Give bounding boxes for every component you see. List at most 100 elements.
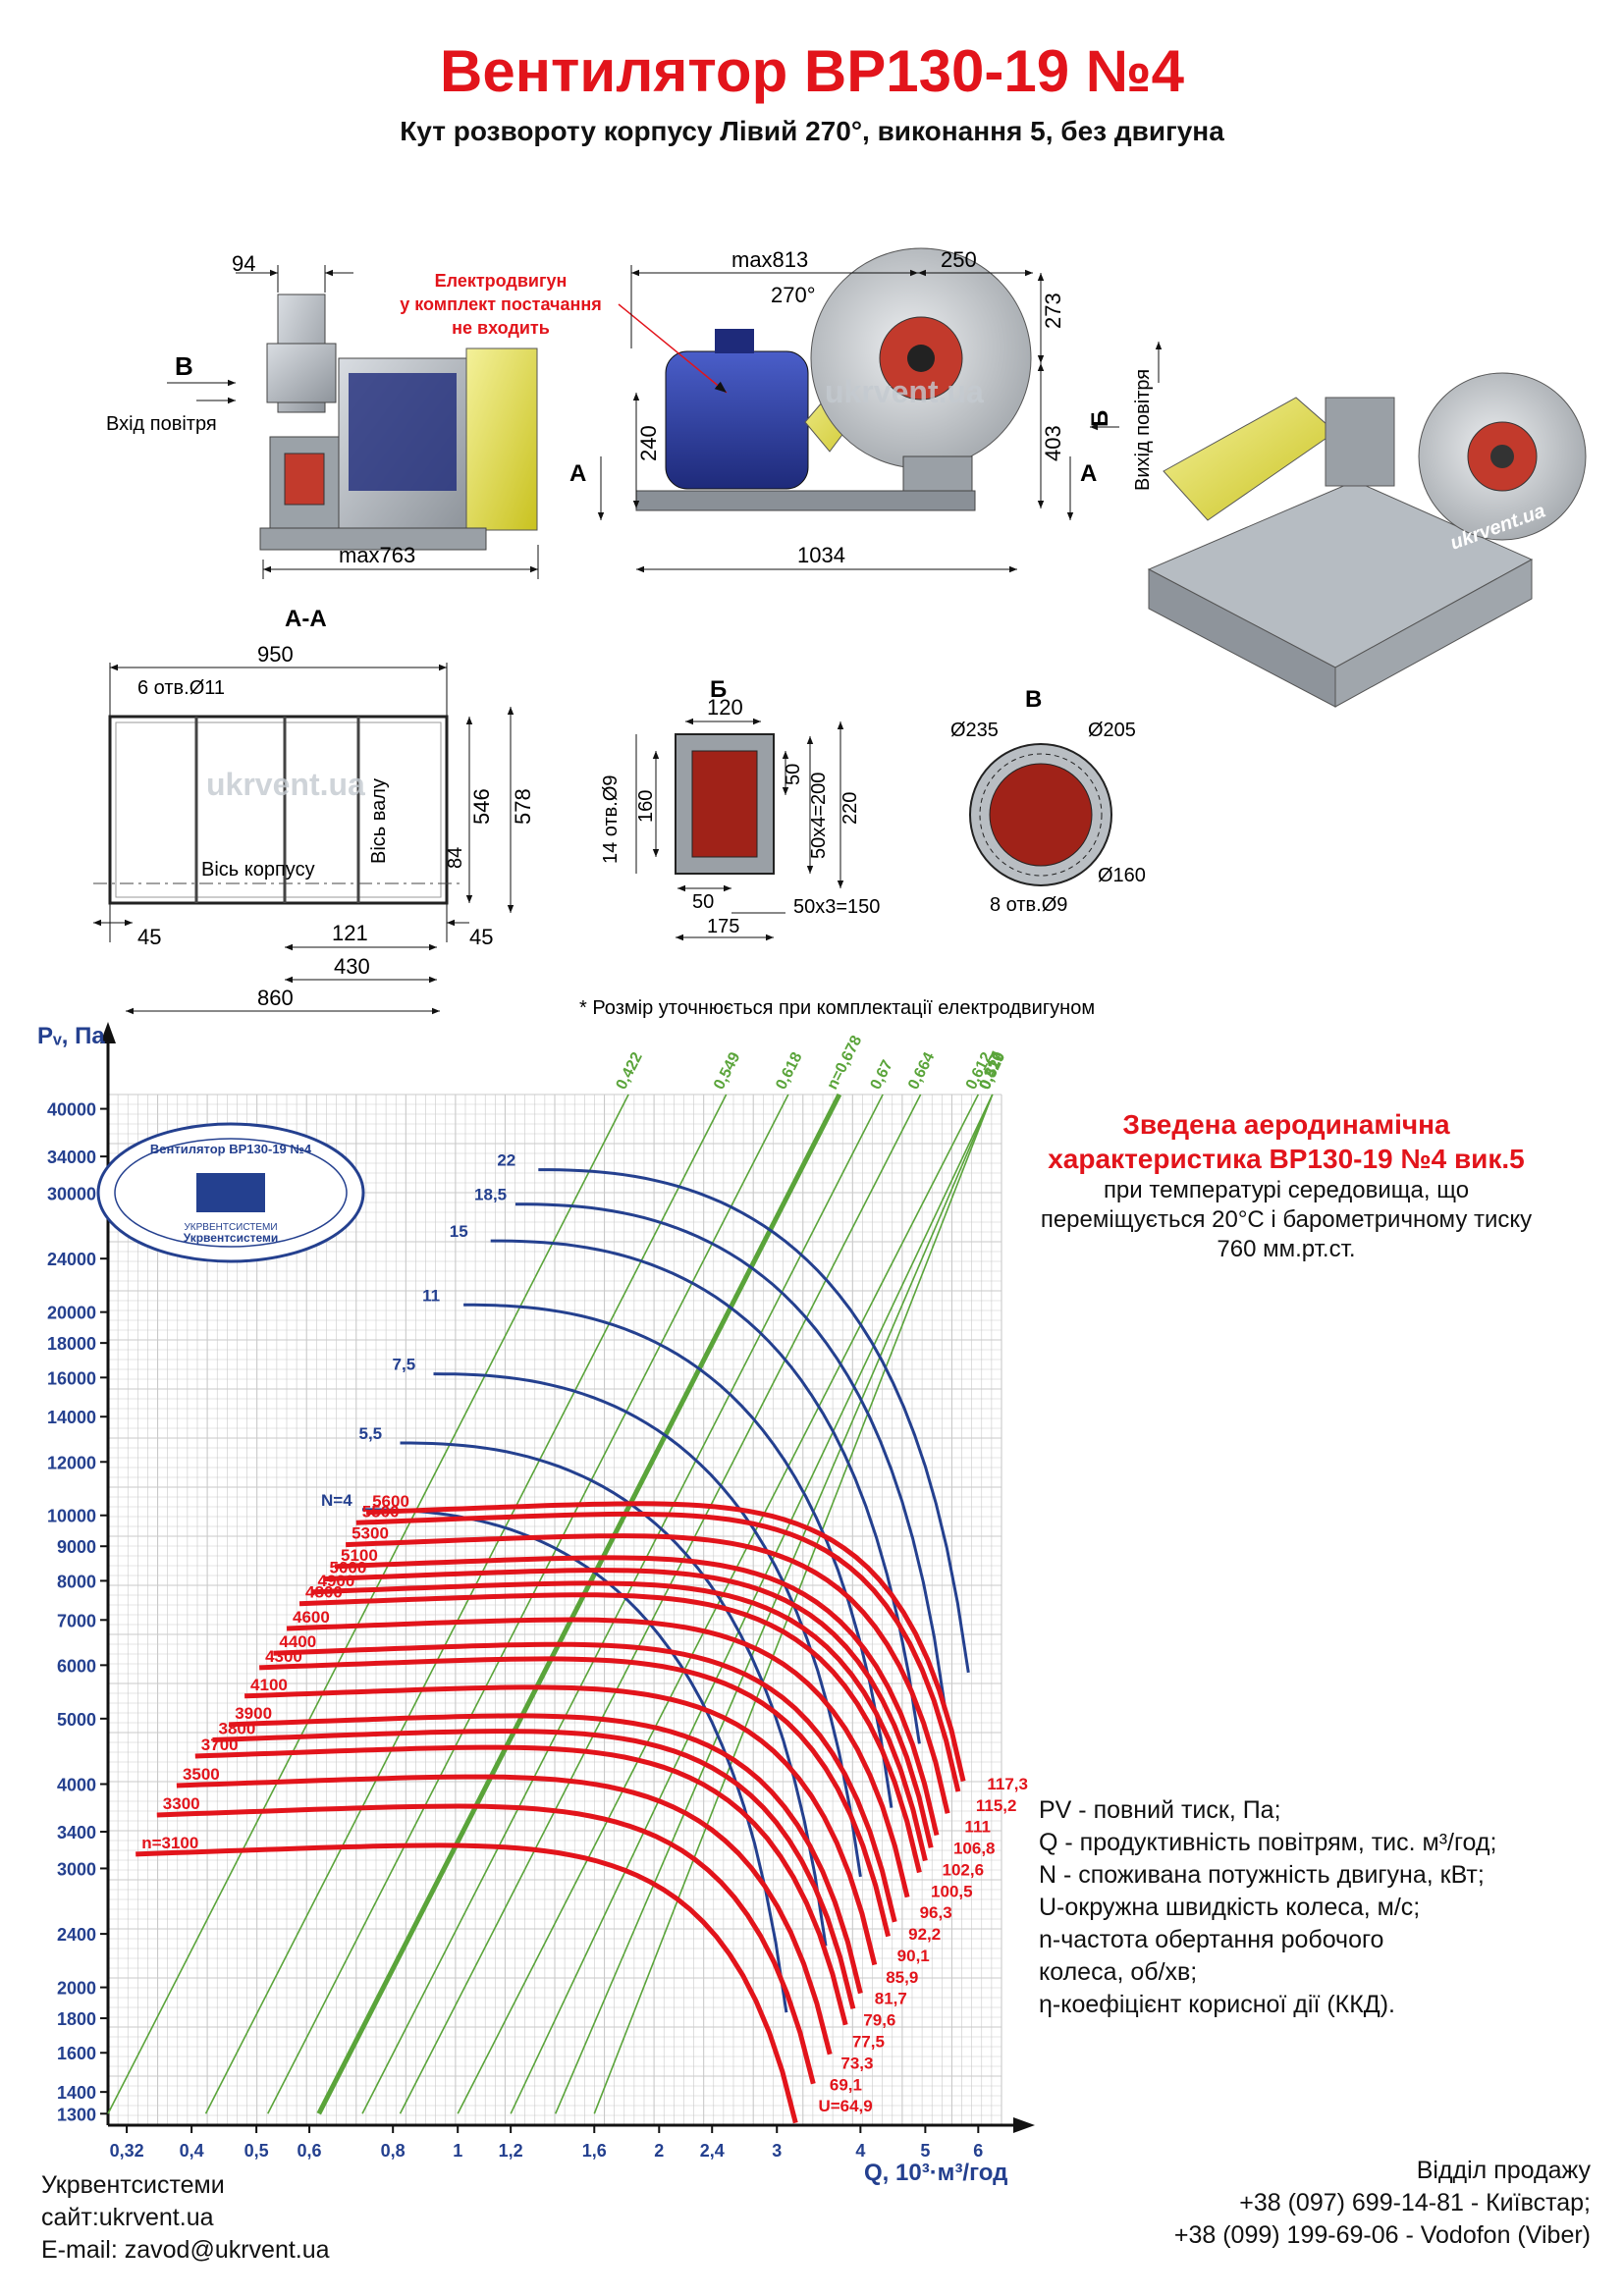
speed-label: n=3100 (141, 1834, 198, 1852)
efficiency-label: 0,422 (614, 1049, 646, 1092)
efficiency-line (399, 1094, 922, 2114)
footer-company-block: Укрвентсистеми сайт:ukrvent.ua E-mail: z… (41, 2169, 330, 2267)
dim-50x3: 50х3=150 (793, 896, 880, 918)
y-tick-label: 4000 (57, 1775, 96, 1794)
u-label: 90,1 (897, 1947, 930, 1965)
speed-curve (286, 1617, 910, 1898)
efficiency-label: 0,549 (711, 1049, 743, 1092)
efficiency-line (204, 1094, 728, 2114)
power-label: 18,5 (474, 1186, 507, 1204)
speed-curve (176, 1774, 833, 2056)
dim-max813: max813 (731, 247, 808, 272)
dim-430: 430 (334, 954, 370, 979)
x-tick-label: 2 (654, 2141, 664, 2161)
y-tick-label: 16000 (47, 1368, 96, 1388)
diameter-160: Ø160 (1098, 865, 1146, 886)
dim-50-horizontal: 50 (692, 891, 714, 913)
u-label: 111 (964, 1818, 991, 1837)
u-label: 102,6 (943, 1860, 985, 1879)
speed-curve (355, 1511, 961, 1792)
chart-subtitle-3: 760 мм.рт.ст. (1217, 1236, 1356, 1262)
y-tick-label: 40000 (47, 1100, 96, 1120)
power-curve (463, 1303, 893, 1808)
y-tick-label: 1300 (57, 2105, 96, 2124)
outlet-flange-view: Б 120 14 отв.Ø9 160 50 50х4=200 220 50 5… (600, 676, 880, 941)
footer-sales-block: Відділ продажу +38 (097) 699-14-81 - Киї… (1174, 2155, 1591, 2252)
x-tick-label: 1,6 (582, 2141, 607, 2161)
speed-curve (345, 1533, 950, 1814)
diameter-235: Ø235 (950, 720, 999, 741)
speed-label: 4600 (293, 1608, 330, 1627)
page-title: Вентилятор ВР130-19 №4 (440, 38, 1184, 104)
sales-phone-2[interactable]: +38 (099) 199-69-06 - Vodofon (Viber) (1173, 2221, 1591, 2249)
x-tick-label: 0,8 (381, 2141, 406, 2161)
svg-text:Електродвигун: Електродвигун (435, 271, 568, 291)
speed-curve (323, 1568, 934, 1848)
shaft-axis-label: Вісь валу (368, 778, 390, 864)
y-tick-label: 2000 (57, 1979, 96, 1999)
speed-curve (311, 1580, 928, 1862)
page-subtitle: Кут розвороту корпусу Лівий 270°, викона… (400, 116, 1224, 146)
dim-1034: 1034 (797, 543, 845, 567)
dim-45-left: 45 (137, 925, 161, 949)
legend-item: U-окружна швидкість колеса, м/с; (1039, 1894, 1421, 1921)
speed-curve (229, 1713, 863, 1995)
motor-note-2: у комплект постачання (400, 294, 602, 314)
y-tick-label: 1600 (57, 2044, 96, 2063)
dim-578: 578 (511, 788, 535, 825)
holes-8: 8 отв.Ø9 (990, 894, 1067, 916)
angle-270: 270° (771, 283, 816, 307)
efficiency-line (316, 1093, 842, 2115)
watermark-3: ukrvent.ua (206, 767, 365, 802)
speed-curve (259, 1656, 892, 1938)
speed-label: 5100 (341, 1546, 378, 1565)
stamp-text: Укрвентсистеми (184, 1231, 279, 1245)
speed-curve (135, 1842, 798, 2124)
y-tick-label: 34000 (47, 1148, 96, 1167)
speed-label: 4100 (250, 1676, 288, 1694)
y-tick-label: 7000 (57, 1611, 96, 1630)
u-label: 92,2 (908, 1925, 941, 1944)
y-tick-label: 6000 (57, 1656, 96, 1676)
x-tick-label: 5 (920, 2141, 930, 2161)
chart-subtitle-2: переміщується 20°С і барометричному тиск… (1040, 1206, 1533, 1233)
u-label: 85,9 (886, 1968, 918, 1987)
sales-phone-1[interactable]: +38 (097) 699-14-81 - Київстар; (1239, 2189, 1591, 2216)
x-tick-label: 1 (453, 2141, 462, 2161)
sales-title: Відділ продажу (1416, 2157, 1591, 2184)
dim-860: 860 (257, 986, 294, 1010)
y-tick-label: 2400 (57, 1925, 96, 1945)
section-aa: А-А 950 6 отв.Ø11 Вісь корпусу Вісь валу… (93, 606, 535, 1015)
speed-curve (365, 1501, 966, 1783)
power-label: 7,5 (393, 1356, 416, 1374)
holes-6: 6 отв.Ø11 (137, 677, 225, 699)
side-view: 94 В Вхід повітря max763 (106, 251, 539, 579)
power-label: 15 (450, 1222, 468, 1241)
speed-curve (244, 1684, 878, 1966)
x-axis-arrow (1013, 2117, 1035, 2133)
power-curve (515, 1202, 947, 1708)
y-tick-label: 8000 (57, 1572, 96, 1591)
x-tick-label: 0,5 (244, 2141, 269, 2161)
front-view: Електродвигун у комплект постачання не в… (400, 247, 1163, 573)
y-tick-label: 20000 (47, 1304, 96, 1323)
x-tick-label: 2,4 (700, 2141, 725, 2161)
u-label: 81,7 (875, 1990, 907, 2008)
dim-240: 240 (636, 425, 661, 461)
efficiency-line (555, 1094, 994, 2114)
company-email-link[interactable]: E-mail: zavod@ukrvent.ua (41, 2236, 330, 2264)
company-site-link[interactable]: сайт:ukrvent.ua (41, 2204, 214, 2231)
air-outlet-label: Вихід повітря (1132, 369, 1154, 491)
y-tick-label: 3000 (57, 1859, 96, 1879)
x-tick-label: 3 (772, 2141, 782, 2161)
chart-title-block: Зведена аеродинамічна характеристика ВР1… (992, 1107, 1581, 1264)
y-tick-label: 1400 (57, 2083, 96, 2103)
section-a-left: А (569, 460, 586, 487)
footnote: * Розмір уточнюється при комплектації ел… (579, 997, 1095, 1019)
dim-45-right: 45 (469, 925, 493, 949)
performance-chart: Pᵥ, ПаQ, 10³·м³/год130014001600180020002… (37, 1022, 1035, 2186)
stamp-text: Вентилятор ВР130-19 №4 (150, 1142, 312, 1156)
dim-546: 546 (469, 788, 494, 825)
u-label: 96,3 (920, 1903, 952, 1922)
x-tick-label: 4 (855, 2141, 865, 2161)
